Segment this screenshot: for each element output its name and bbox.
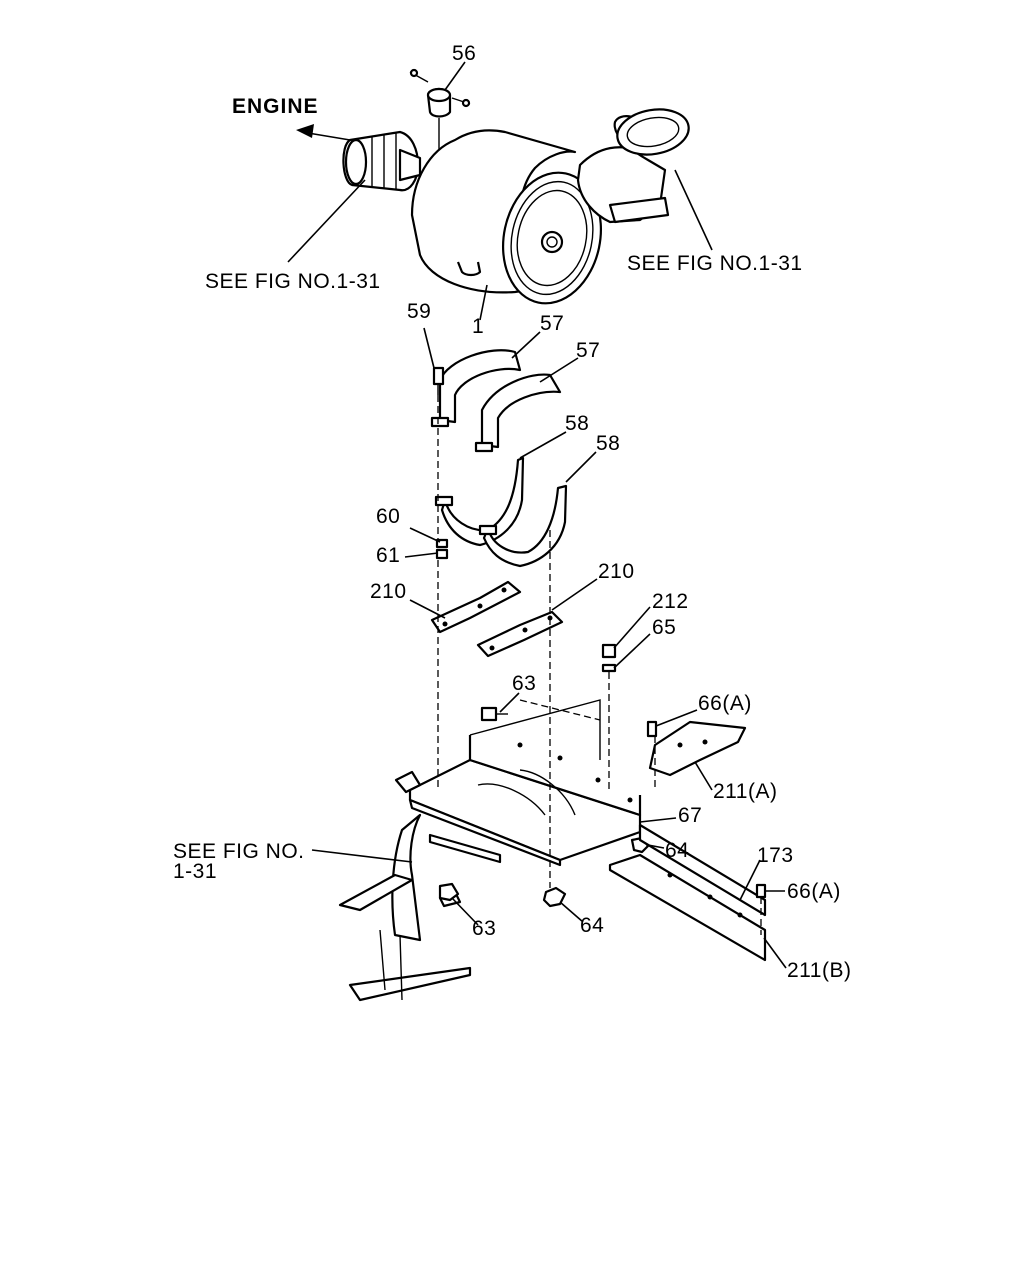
part-label-211a: 211(A) bbox=[713, 780, 777, 803]
part-label-1: 1 bbox=[472, 315, 484, 338]
washer-60 bbox=[435, 538, 449, 549]
part-label-63-lower: 63 bbox=[472, 917, 496, 940]
mounting-band-58b bbox=[478, 484, 568, 568]
part-label-212: 212 bbox=[652, 590, 689, 613]
part-label-66a-top: 66(A) bbox=[698, 692, 752, 715]
part-label-67: 67 bbox=[678, 804, 702, 827]
assembly-lines bbox=[437, 395, 762, 935]
see-fig-right-label: SEE FIG NO.1-31 bbox=[627, 252, 803, 275]
cover-211a bbox=[646, 720, 747, 777]
part-label-58a: 58 bbox=[565, 412, 589, 435]
part-label-61: 61 bbox=[376, 544, 400, 567]
washer-65 bbox=[601, 663, 617, 673]
part-label-58b: 58 bbox=[596, 432, 620, 455]
outlet-elbow bbox=[576, 108, 690, 224]
leader-lines bbox=[287, 61, 787, 969]
see-fig-left-label: SEE FIG NO.1-31 bbox=[205, 270, 381, 293]
spacer-plate-210b bbox=[476, 610, 564, 658]
nut-61 bbox=[435, 548, 449, 560]
cover-173 bbox=[608, 823, 767, 962]
part-label-63-top: 63 bbox=[512, 672, 536, 695]
bolt-63-top bbox=[480, 706, 508, 722]
part-label-210a: 210 bbox=[370, 580, 407, 603]
part-label-211b: 211(B) bbox=[787, 959, 851, 982]
engine-label: ENGINE bbox=[232, 95, 319, 118]
nut-64-lower bbox=[542, 886, 567, 908]
mounting-band-57a bbox=[430, 349, 522, 428]
bolt-63-lower bbox=[438, 882, 460, 902]
part-label-60: 60 bbox=[376, 505, 400, 528]
part-label-210b: 210 bbox=[598, 560, 635, 583]
see-fig-bottom-label-ref: 1-31 bbox=[173, 860, 217, 883]
engine-direction-arrow bbox=[296, 124, 351, 141]
bolt-212 bbox=[601, 643, 617, 659]
bolt-59 bbox=[432, 366, 445, 395]
part-label-65: 65 bbox=[652, 616, 676, 639]
intake-hose bbox=[342, 130, 422, 192]
part-label-57b: 57 bbox=[576, 339, 600, 362]
part-label-56: 56 bbox=[452, 42, 476, 65]
part-label-173: 173 bbox=[757, 844, 794, 867]
spacer-plate-210a bbox=[430, 580, 522, 634]
air-cleaner-body bbox=[410, 129, 603, 305]
part-label-59: 59 bbox=[407, 300, 431, 323]
service-indicator bbox=[409, 68, 471, 150]
mounting-band-57b bbox=[474, 373, 562, 453]
part-label-64-upper: 64 bbox=[665, 839, 689, 862]
part-label-66a-bottom: 66(A) bbox=[787, 880, 841, 903]
see-fig-bottom-label: SEE FIG NO. bbox=[173, 840, 305, 863]
vehicle-frame bbox=[338, 798, 562, 1002]
part-label-64-lower: 64 bbox=[580, 914, 604, 937]
part-label-57a: 57 bbox=[540, 312, 564, 335]
